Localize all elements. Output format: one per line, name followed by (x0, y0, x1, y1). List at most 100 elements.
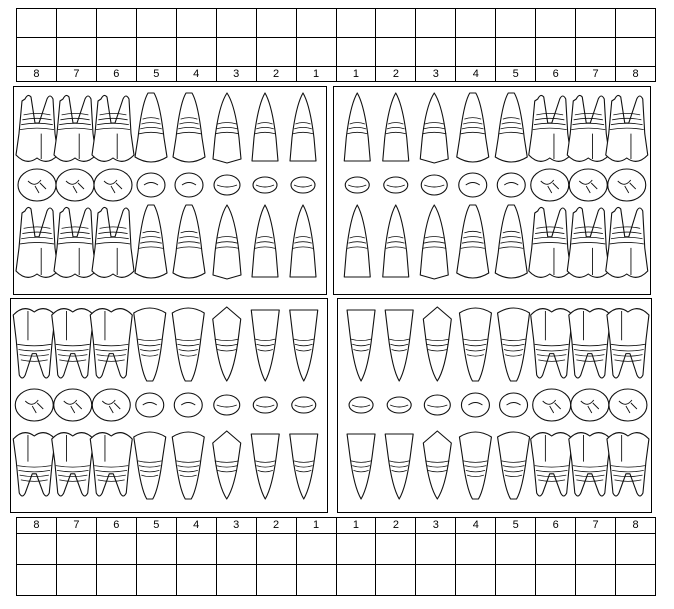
chart-cell (616, 9, 656, 38)
tooth-number-label: 1 (296, 67, 336, 82)
chart-cell (136, 9, 176, 38)
tooth-crown-root-outline (134, 432, 166, 499)
tooth-6-figure (529, 95, 571, 277)
chart-cell (296, 9, 336, 38)
chart-cell (336, 534, 376, 565)
lower-left-quadrant-panel (337, 298, 652, 513)
chart-cell (576, 9, 616, 38)
bottom-grid-row-1 (17, 534, 656, 565)
tooth-crown-root-outline (459, 308, 491, 381)
occlusal-surface-outline (174, 393, 202, 417)
tooth-crown-root-outline (213, 431, 241, 499)
tooth-number-label: 1 (336, 518, 376, 534)
chart-cell (176, 38, 216, 67)
tooth-2-figure (252, 93, 278, 277)
chart-cell (536, 534, 576, 565)
tooth-crown-root-outline (344, 205, 370, 277)
chart-cell (336, 565, 376, 596)
tooth-number-label: 4 (176, 67, 216, 82)
chart-cell (176, 565, 216, 596)
tooth-3-figure (213, 93, 241, 279)
tooth-crown-root-outline (13, 309, 55, 378)
tooth-1-figure (347, 310, 375, 499)
tooth-crown-root-outline (531, 433, 573, 496)
tooth-number-label: 8 (17, 518, 57, 534)
top-grid-number-row: 8765432112345678 (17, 67, 656, 82)
tooth-number-label: 2 (256, 67, 296, 82)
top-grid-row-1 (17, 9, 656, 38)
tooth-number-label: 1 (296, 518, 336, 534)
lower-right-quadrant-panel (10, 298, 328, 513)
chart-cell (17, 9, 57, 38)
chart-cell (176, 9, 216, 38)
tooth-diagram-drawing (11, 299, 327, 512)
occlusal-surface-outline (497, 173, 525, 197)
tooth-crown-root-outline (607, 433, 649, 496)
chart-cell (616, 565, 656, 596)
tooth-1-figure (290, 93, 316, 277)
occlusal-surface-outline (175, 173, 203, 197)
occlusal-surface-outline (137, 173, 165, 197)
tooth-5-figure (134, 308, 166, 499)
tooth-3-figure (213, 307, 241, 499)
tooth-8-figure (16, 95, 58, 277)
tooth-crown-root-outline (290, 205, 316, 277)
tooth-7-figure (569, 309, 611, 496)
chart-cell (216, 9, 256, 38)
chart-cell (416, 38, 456, 67)
chart-cell (256, 534, 296, 565)
chart-cell (456, 534, 496, 565)
occlusal-surface-outline (609, 389, 647, 421)
tooth-8-figure (606, 95, 648, 277)
tooth-6-figure (92, 95, 134, 277)
tooth-crown-root-outline (172, 308, 204, 381)
tooth-crown-root-outline (420, 93, 448, 163)
tooth-number-label: 8 (616, 518, 656, 534)
chart-cell (336, 38, 376, 67)
tooth-7-figure (52, 309, 94, 496)
chart-cell (616, 38, 656, 67)
top-tooth-number-grid: 8765432112345678 (16, 8, 656, 82)
tooth-crown-root-outline (569, 433, 611, 496)
tooth-crown-root-outline (498, 432, 530, 499)
chart-cell (336, 9, 376, 38)
tooth-number-label: 1 (336, 67, 376, 82)
occlusal-surface-outline (15, 389, 53, 421)
occlusal-surface-outline (531, 169, 569, 201)
chart-cell (56, 9, 96, 38)
chart-cell (456, 38, 496, 67)
tooth-4-figure (173, 93, 205, 278)
chart-cell (256, 38, 296, 67)
chart-cell (216, 38, 256, 67)
tooth-number-label: 5 (496, 518, 536, 534)
tooth-crown-root-outline (134, 308, 166, 381)
occlusal-surface-outline (569, 169, 607, 201)
chart-cell (96, 565, 136, 596)
occlusal-surface-outline (56, 169, 94, 201)
tooth-6-figure (531, 309, 573, 496)
occlusal-surface-outline (54, 389, 92, 421)
tooth-2-figure (251, 310, 279, 499)
chart-cell (576, 38, 616, 67)
chart-cell (296, 38, 336, 67)
chart-cell (17, 565, 57, 596)
tooth-number-label: 6 (96, 518, 136, 534)
tooth-crown-root-outline (90, 309, 132, 378)
chart-cell (176, 534, 216, 565)
occlusal-surface-outline (533, 389, 571, 421)
tooth-4-figure (459, 308, 491, 499)
chart-cell (96, 9, 136, 38)
tooth-crown-root-outline (52, 309, 94, 378)
chart-cell (56, 534, 96, 565)
tooth-number-label: 3 (216, 518, 256, 534)
chart-cell (456, 9, 496, 38)
tooth-1-figure (344, 93, 370, 277)
occlusal-surface-outline (461, 393, 489, 417)
tooth-crown-root-outline (213, 307, 241, 381)
tooth-3-figure (423, 307, 451, 499)
tooth-number-label: 8 (616, 67, 656, 82)
chart-cell (96, 38, 136, 67)
chart-cell (136, 565, 176, 596)
tooth-crown-root-outline (52, 433, 94, 496)
chart-cell (17, 38, 57, 67)
